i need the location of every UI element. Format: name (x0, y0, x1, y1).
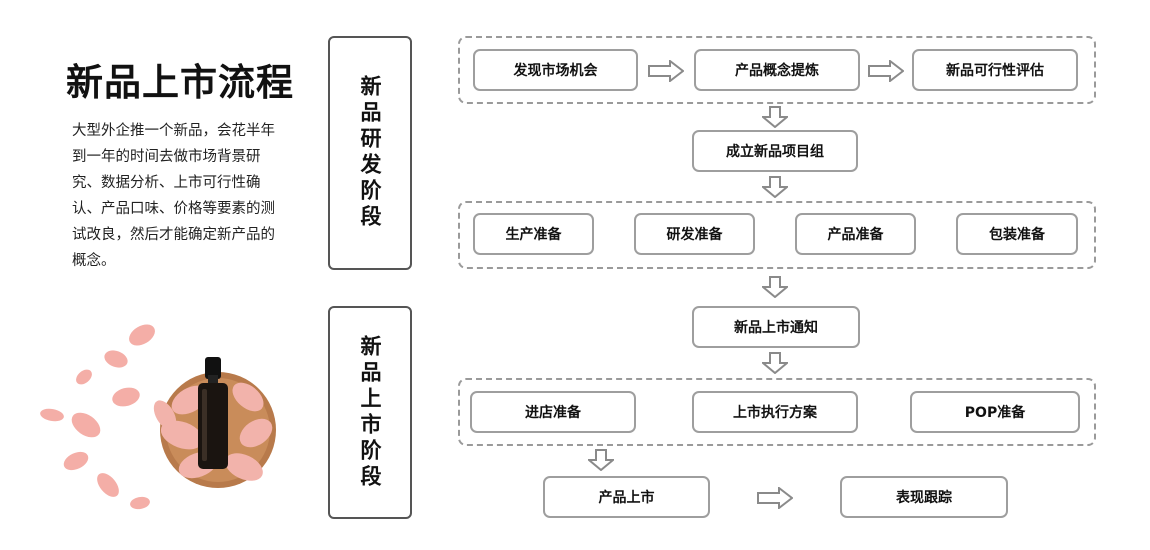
flow-step-pop-prep: POP准备 (910, 391, 1080, 433)
stage-research: 新品研发阶段 (328, 36, 412, 270)
outline-arrow-down-icon (762, 276, 788, 298)
outline-arrow-right-icon (757, 487, 793, 509)
flow-step-store-prep: 进店准备 (470, 391, 636, 433)
flow-step-launch-plan: 上市执行方案 (692, 391, 858, 433)
page-title: 新品上市流程 (66, 61, 294, 104)
flow-step-product-launch: 产品上市 (543, 476, 710, 518)
group-preparation (458, 201, 1096, 269)
flow-step-production-prep: 生产准备 (473, 213, 594, 255)
flow-step-performance-tracking: 表现跟踪 (840, 476, 1008, 518)
flow-step-product-prep: 产品准备 (795, 213, 916, 255)
flow-step-project-team: 成立新品项目组 (692, 130, 858, 172)
flow-step-launch-notice: 新品上市通知 (692, 306, 860, 348)
flow-step-packaging-prep: 包装准备 (956, 213, 1078, 255)
flow-step-concept: 产品概念提炼 (694, 49, 860, 91)
outline-arrow-right-icon (868, 60, 904, 82)
flow-step-feasibility: 新品可行性评估 (912, 49, 1078, 91)
stage-launch: 新品上市阶段 (328, 306, 412, 519)
flow-step-market-opportunity: 发现市场机会 (473, 49, 638, 91)
outline-arrow-down-icon (762, 352, 788, 374)
stage-research-label: 新品研发阶段 (358, 75, 382, 231)
group-launch-prep (458, 378, 1096, 446)
outline-arrow-down-icon (762, 176, 788, 198)
group-discovery (458, 36, 1096, 104)
description-text: 大型外企推一个新品，会花半年到一年的时间去做市场背景研究、数据分析、上市可行性确… (72, 123, 275, 269)
stage-launch-label: 新品上市阶段 (358, 334, 382, 491)
outline-arrow-right-icon (648, 60, 684, 82)
outline-arrow-down-icon (762, 106, 788, 128)
flow-step-rd-prep: 研发准备 (634, 213, 755, 255)
rose-oil-illustration (40, 324, 276, 510)
outline-arrow-down-icon (588, 449, 614, 471)
